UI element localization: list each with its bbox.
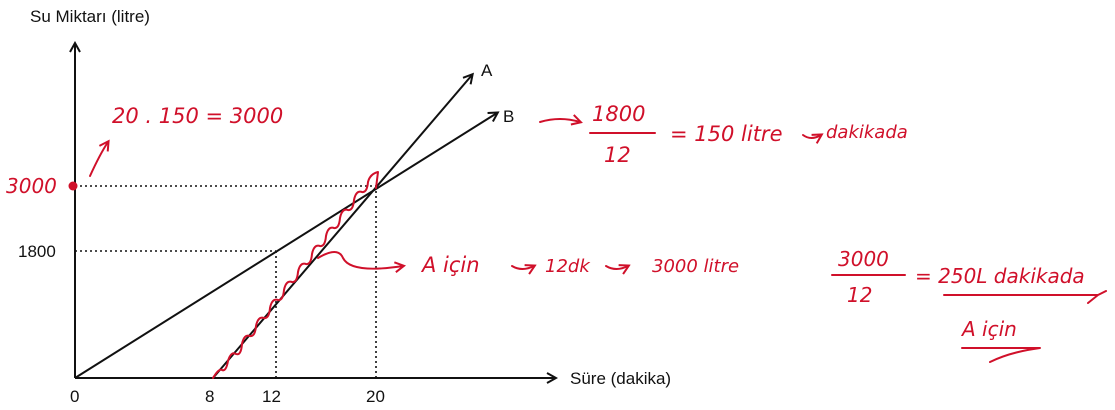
x-axis-label: Süre (dakika) [570,369,671,388]
b-result: = 150 litre [670,122,783,146]
y-tick-3000-handwritten: 3000 [6,174,57,198]
right-numerator: 3000 [838,247,889,271]
a-time-arrow [511,266,534,269]
line-b [74,113,497,379]
right-sub: A için [960,317,1017,341]
note-arrow [89,142,108,177]
b-denominator: 12 [604,143,631,167]
right-denominator: 12 [847,283,872,307]
line-a-label: A [481,61,493,80]
right-sub-underline [961,347,1041,363]
x-tick-12: 12 [262,387,281,406]
y-tick-1800: 1800 [18,242,56,261]
line-b-label: B [503,107,514,126]
a-time: 12dk [545,256,591,277]
note-top-left: 20 . 150 = 3000 [112,104,283,128]
x-tick-8: 8 [205,387,214,406]
a-note: A için [420,253,480,277]
y-axis-label: Su Miktarı (litre) [30,7,150,26]
b-unit: dakikada [826,122,908,143]
point-3000 [68,181,78,191]
x-tick-20: 20 [366,387,385,406]
a-amount: 3000 litre [652,256,739,277]
line-a-trace [212,171,379,379]
right-result: = 250L dakikada [915,264,1085,288]
a-note-arrow [317,251,403,269]
right-underline [943,290,1107,304]
a-amount-arrow [605,266,628,269]
b-numerator: 1800 [592,102,645,126]
b-arrow [539,119,580,122]
b-unit-arrow [802,135,821,138]
x-tick-0: 0 [70,387,79,406]
